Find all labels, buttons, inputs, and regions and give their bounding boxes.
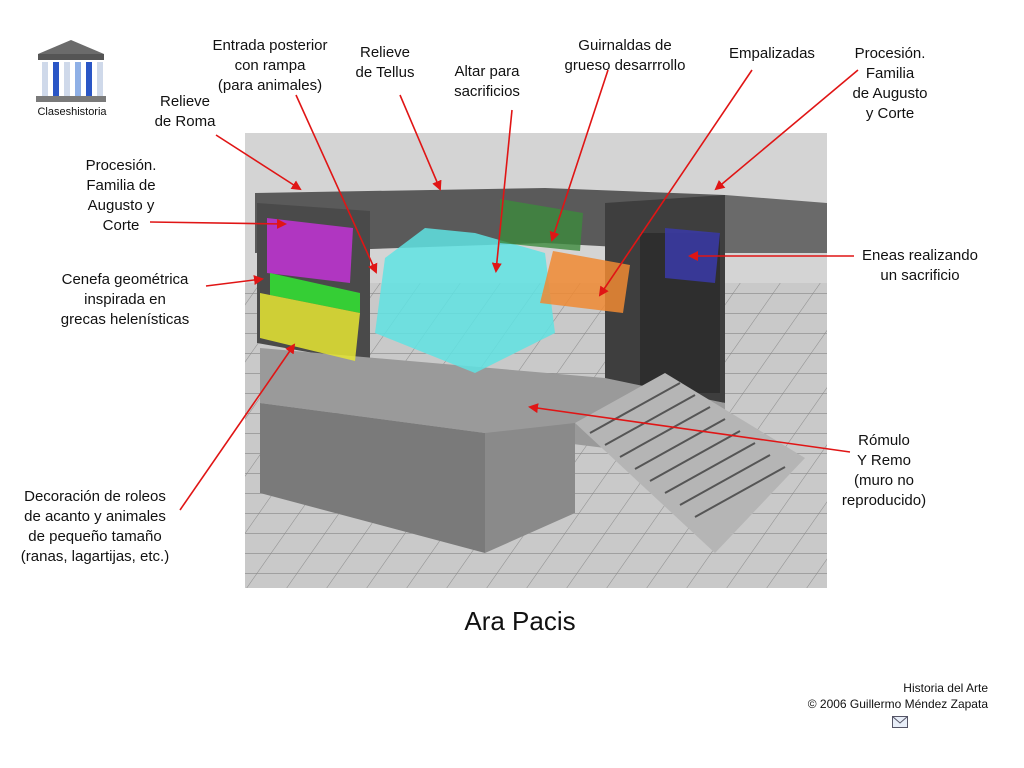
page-title: Ara Pacis bbox=[464, 606, 576, 636]
label-romulo: Rómulo Y Remo (muro no reproducido) bbox=[841, 432, 927, 509]
mail-icon[interactable] bbox=[892, 716, 908, 728]
credit-author: © 2006 Guillermo Méndez Zapata bbox=[807, 697, 988, 711]
label-decoracion: Decoración de roleos de acanto y animale… bbox=[20, 488, 170, 565]
label-procesion-right: Procesión. Familia de Augusto y Corte bbox=[852, 45, 928, 122]
logo-caption: Claseshistoria bbox=[37, 106, 107, 118]
label-guirnaldas: Guirnaldas de grueso desarrrollo bbox=[564, 37, 686, 74]
label-cenefa: Cenefa geométrica inspirada en grecas he… bbox=[60, 271, 190, 328]
label-eneas: Eneas realizando un sacrificio bbox=[862, 247, 978, 284]
label-altar: Altar para sacrificios bbox=[454, 63, 520, 100]
label-entrada-posterior: Entrada posterior con rampa (para animal… bbox=[212, 37, 328, 94]
credits: Historia del Arte © 2006 Guillermo Ménde… bbox=[808, 680, 988, 712]
label-empalizadas: Empalizadas bbox=[729, 45, 815, 62]
label-relieve-tellus: Relieve de Tellus bbox=[355, 44, 415, 81]
temple-logo-icon bbox=[36, 40, 106, 102]
label-relieve-roma: Relieve de Roma bbox=[154, 93, 216, 130]
label-procesion-left: Procesión. Familia de Augusto y Corte bbox=[85, 157, 157, 234]
ara-pacis-drawing bbox=[245, 133, 827, 588]
credit-course: Historia del Arte bbox=[903, 681, 988, 695]
